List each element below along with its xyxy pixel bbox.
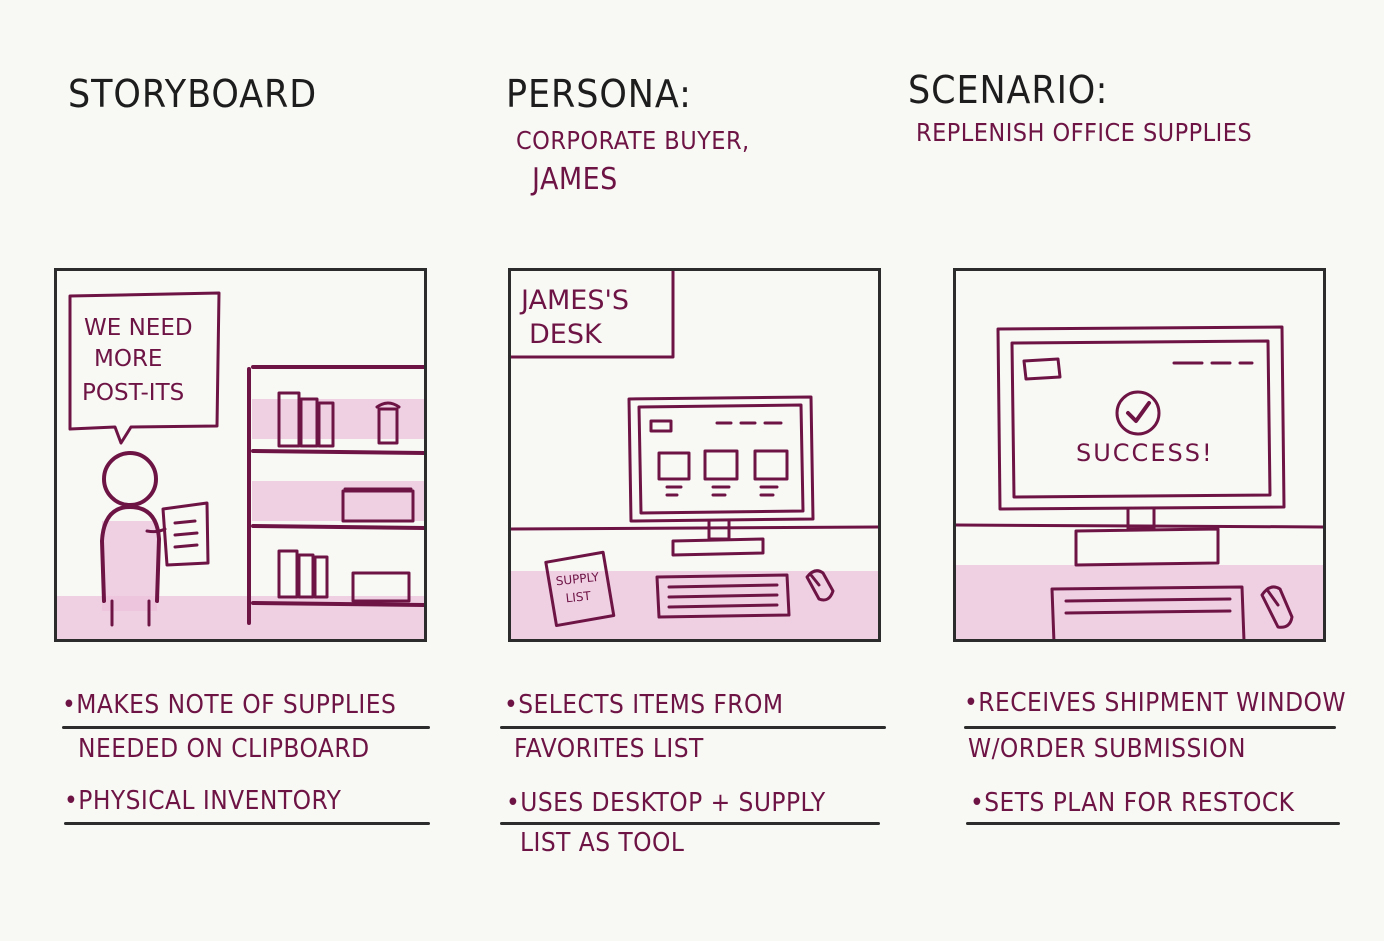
scenario-value: REPLENISH OFFICE SUPPLIES bbox=[916, 118, 1253, 147]
desk-edge bbox=[511, 525, 878, 531]
note-col3-rule-2 bbox=[966, 822, 1340, 825]
note-col3-rule-1 bbox=[964, 726, 1336, 729]
scenario-label: SCENARIO: bbox=[908, 68, 1109, 112]
desk-label-line-2: DESK bbox=[529, 319, 603, 350]
desk-wash bbox=[956, 565, 1323, 639]
bubble-line-1: WE NEED bbox=[84, 315, 193, 341]
desk-edge bbox=[956, 523, 1323, 529]
desk-label-box bbox=[511, 271, 675, 359]
storyboard-panel-1: WE NEED MORE POST-ITS bbox=[54, 268, 427, 642]
panel-3-drawing: SUCCESS! bbox=[956, 325, 1323, 639]
storyboard-title: STORYBOARD bbox=[68, 72, 318, 116]
note-col1-rule-1 bbox=[62, 726, 430, 729]
monitor-icon bbox=[996, 325, 1286, 567]
note-col2-line-4: LIST AS TOOL bbox=[520, 828, 685, 858]
persona-label: PERSONA: bbox=[506, 72, 692, 116]
note-col1-line-2: NEEDED ON CLIPBOARD bbox=[78, 734, 370, 764]
storyboard-panel-2: JAMES'S DESK SUPPLY LIST bbox=[508, 268, 881, 642]
supply-list-card: SUPPLY LIST bbox=[544, 550, 616, 628]
note-col1-line-1: •MAKES NOTE OF SUPPLIES bbox=[62, 690, 397, 720]
note-col3-line-2: W/ORDER SUBMISSION bbox=[968, 734, 1246, 764]
mouse-icon bbox=[1260, 585, 1294, 629]
persona-line-2: JAMES bbox=[532, 162, 618, 197]
keyboard-icon bbox=[655, 573, 791, 619]
speech-bubble bbox=[68, 291, 221, 445]
bookshelf-icon bbox=[247, 365, 424, 625]
note-col3-line-1: •RECEIVES SHIPMENT WINDOW bbox=[964, 688, 1346, 718]
supply-card-line-2: LIST bbox=[565, 589, 592, 606]
note-col1-rule-2 bbox=[64, 822, 430, 825]
keyboard-icon bbox=[1050, 585, 1246, 639]
bubble-line-3: POST-ITS bbox=[82, 380, 184, 406]
note-col2-line-2: FAVORITES LIST bbox=[514, 734, 704, 764]
person-icon bbox=[100, 451, 167, 627]
monitor-icon bbox=[627, 395, 815, 557]
persona-line-1: CORPORATE BUYER, bbox=[516, 126, 750, 155]
panel-1-drawing: WE NEED MORE POST-ITS bbox=[57, 291, 424, 639]
storyboard-panel-3: SUCCESS! bbox=[953, 268, 1326, 642]
check-circle-icon bbox=[1115, 390, 1161, 436]
note-col2-rule-2 bbox=[500, 822, 880, 825]
desk-label-line-1: JAMES'S bbox=[519, 285, 629, 316]
note-col1-line-3: •PHYSICAL INVENTORY bbox=[64, 786, 342, 816]
note-col2-rule-1 bbox=[500, 726, 886, 729]
supply-card-line-1: SUPPLY bbox=[555, 570, 600, 589]
clipboard-icon bbox=[161, 501, 210, 567]
mouse-icon bbox=[805, 569, 835, 602]
shelf-wash-2 bbox=[252, 481, 424, 521]
bubble-line-2: MORE bbox=[94, 346, 162, 372]
note-col2-line-1: •SELECTS ITEMS FROM bbox=[504, 690, 784, 720]
note-col2-line-3: •USES DESKTOP + SUPPLY bbox=[506, 788, 826, 818]
panel-2-drawing: JAMES'S DESK SUPPLY LIST bbox=[511, 271, 878, 639]
person-wash bbox=[102, 521, 157, 611]
note-col3-line-3: •SETS PLAN FOR RESTOCK bbox=[970, 788, 1295, 818]
success-text: SUCCESS! bbox=[1076, 439, 1214, 467]
